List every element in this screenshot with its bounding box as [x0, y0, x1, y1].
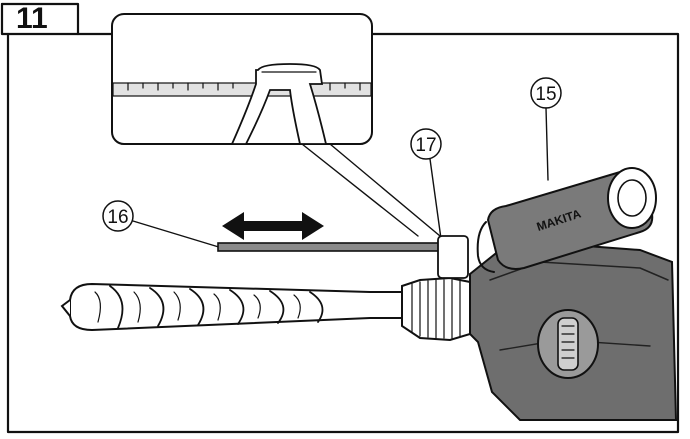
inset-clamp-block [230, 63, 328, 145]
callout-17: 17 [410, 128, 443, 247]
callout-16-label: 16 [107, 207, 128, 228]
callout-15: 15 [530, 77, 562, 181]
drill-bit [60, 282, 403, 332]
callout-16: 16 [102, 200, 223, 249]
callout-15-label: 15 [535, 84, 556, 105]
figure-number: 11 [16, 2, 48, 35]
tool-chuck [401, 235, 471, 342]
side-handle: MAKITA [476, 167, 657, 273]
mode-selector-knob [537, 309, 599, 379]
inset-scale-ticks [127, 82, 361, 91]
hammer-drill-body [469, 242, 678, 421]
inset-leader-lines [301, 143, 441, 237]
callout-17-label: 17 [415, 135, 436, 156]
depth-gauge-rod [217, 242, 459, 252]
figure-frame: 11 [0, 2, 680, 434]
slide-direction-arrow [222, 212, 324, 240]
inset-scale-bar [112, 82, 372, 97]
detail-inset [111, 13, 373, 145]
